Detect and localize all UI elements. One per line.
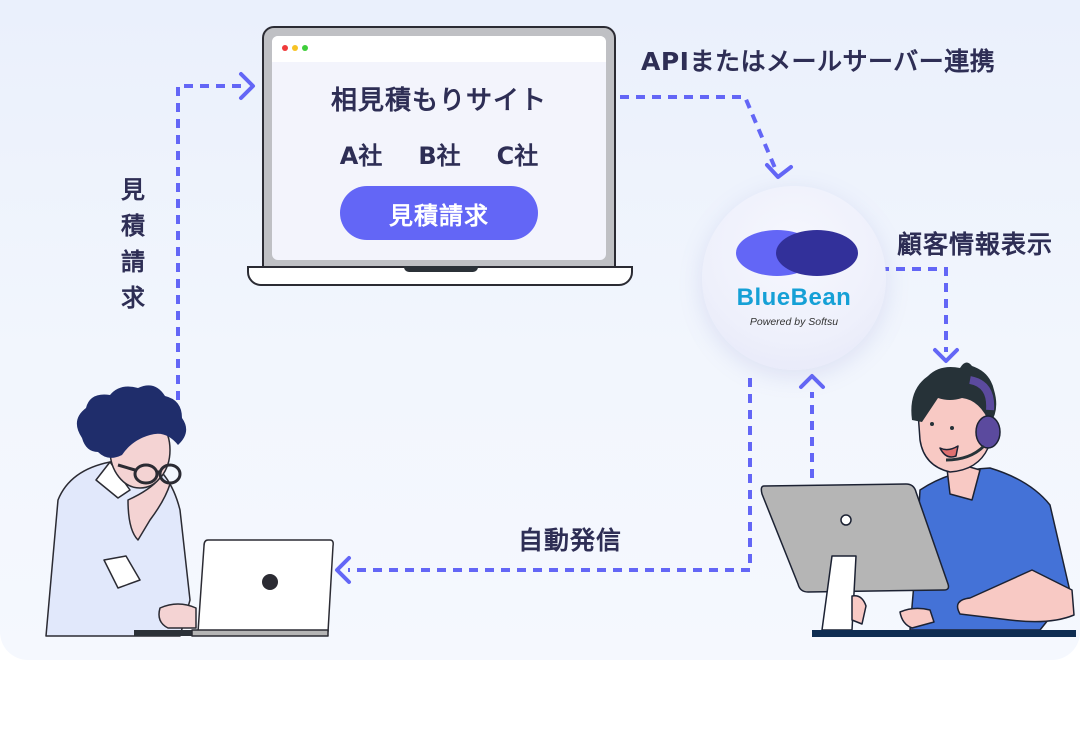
customer-info-display-label: 顧客情報表示 xyxy=(897,230,1054,259)
arrowhead-down-diag-icon xyxy=(765,163,793,179)
minimize-dot-icon xyxy=(292,45,298,51)
arrowhead-up-icon xyxy=(799,374,825,389)
arrowhead-right-icon xyxy=(239,72,255,100)
arrow-display-line xyxy=(880,267,948,352)
quote-site-title: 相見積もりサイト xyxy=(330,86,547,116)
operator-person-icon xyxy=(760,362,1076,637)
company-b: B社 xyxy=(418,142,461,170)
close-dot-icon xyxy=(282,45,288,51)
laptop-notch xyxy=(404,266,478,272)
arrow-request-line xyxy=(176,84,244,400)
powered-by-text: Powered by Softsu xyxy=(749,316,839,328)
quote-request-label: 見積請求 xyxy=(121,176,145,312)
browser-bar xyxy=(272,36,606,62)
auto-send-label: 自動発信 xyxy=(518,526,623,555)
bluebean-logo-circle: BlueBean Powered by Softsu xyxy=(702,186,886,370)
bluebean-logo-text: BlueBean xyxy=(736,284,852,311)
arrow-api-line xyxy=(620,95,777,169)
company-c: C社 xyxy=(496,142,539,170)
maximize-dot-icon xyxy=(302,45,308,51)
arrow-auto-send-line xyxy=(348,378,752,572)
quote-request-button[interactable]: 見積請求 xyxy=(340,186,538,240)
company-list: A社 B社 C社 xyxy=(272,136,606,171)
customer-person-icon xyxy=(45,385,334,637)
company-a: A社 xyxy=(339,142,383,170)
quote-site-laptop: 相見積もりサイト A社 B社 C社 見積請求 xyxy=(262,26,616,268)
quote-site-screen: 相見積もりサイト A社 B社 C社 見積請求 xyxy=(272,36,606,260)
api-integration-label: APIまたはメールサーバー連携 xyxy=(641,47,996,76)
arrowhead-left-icon xyxy=(335,556,351,584)
arrowhead-down-icon xyxy=(933,348,959,363)
bean-dark-icon xyxy=(776,230,858,276)
